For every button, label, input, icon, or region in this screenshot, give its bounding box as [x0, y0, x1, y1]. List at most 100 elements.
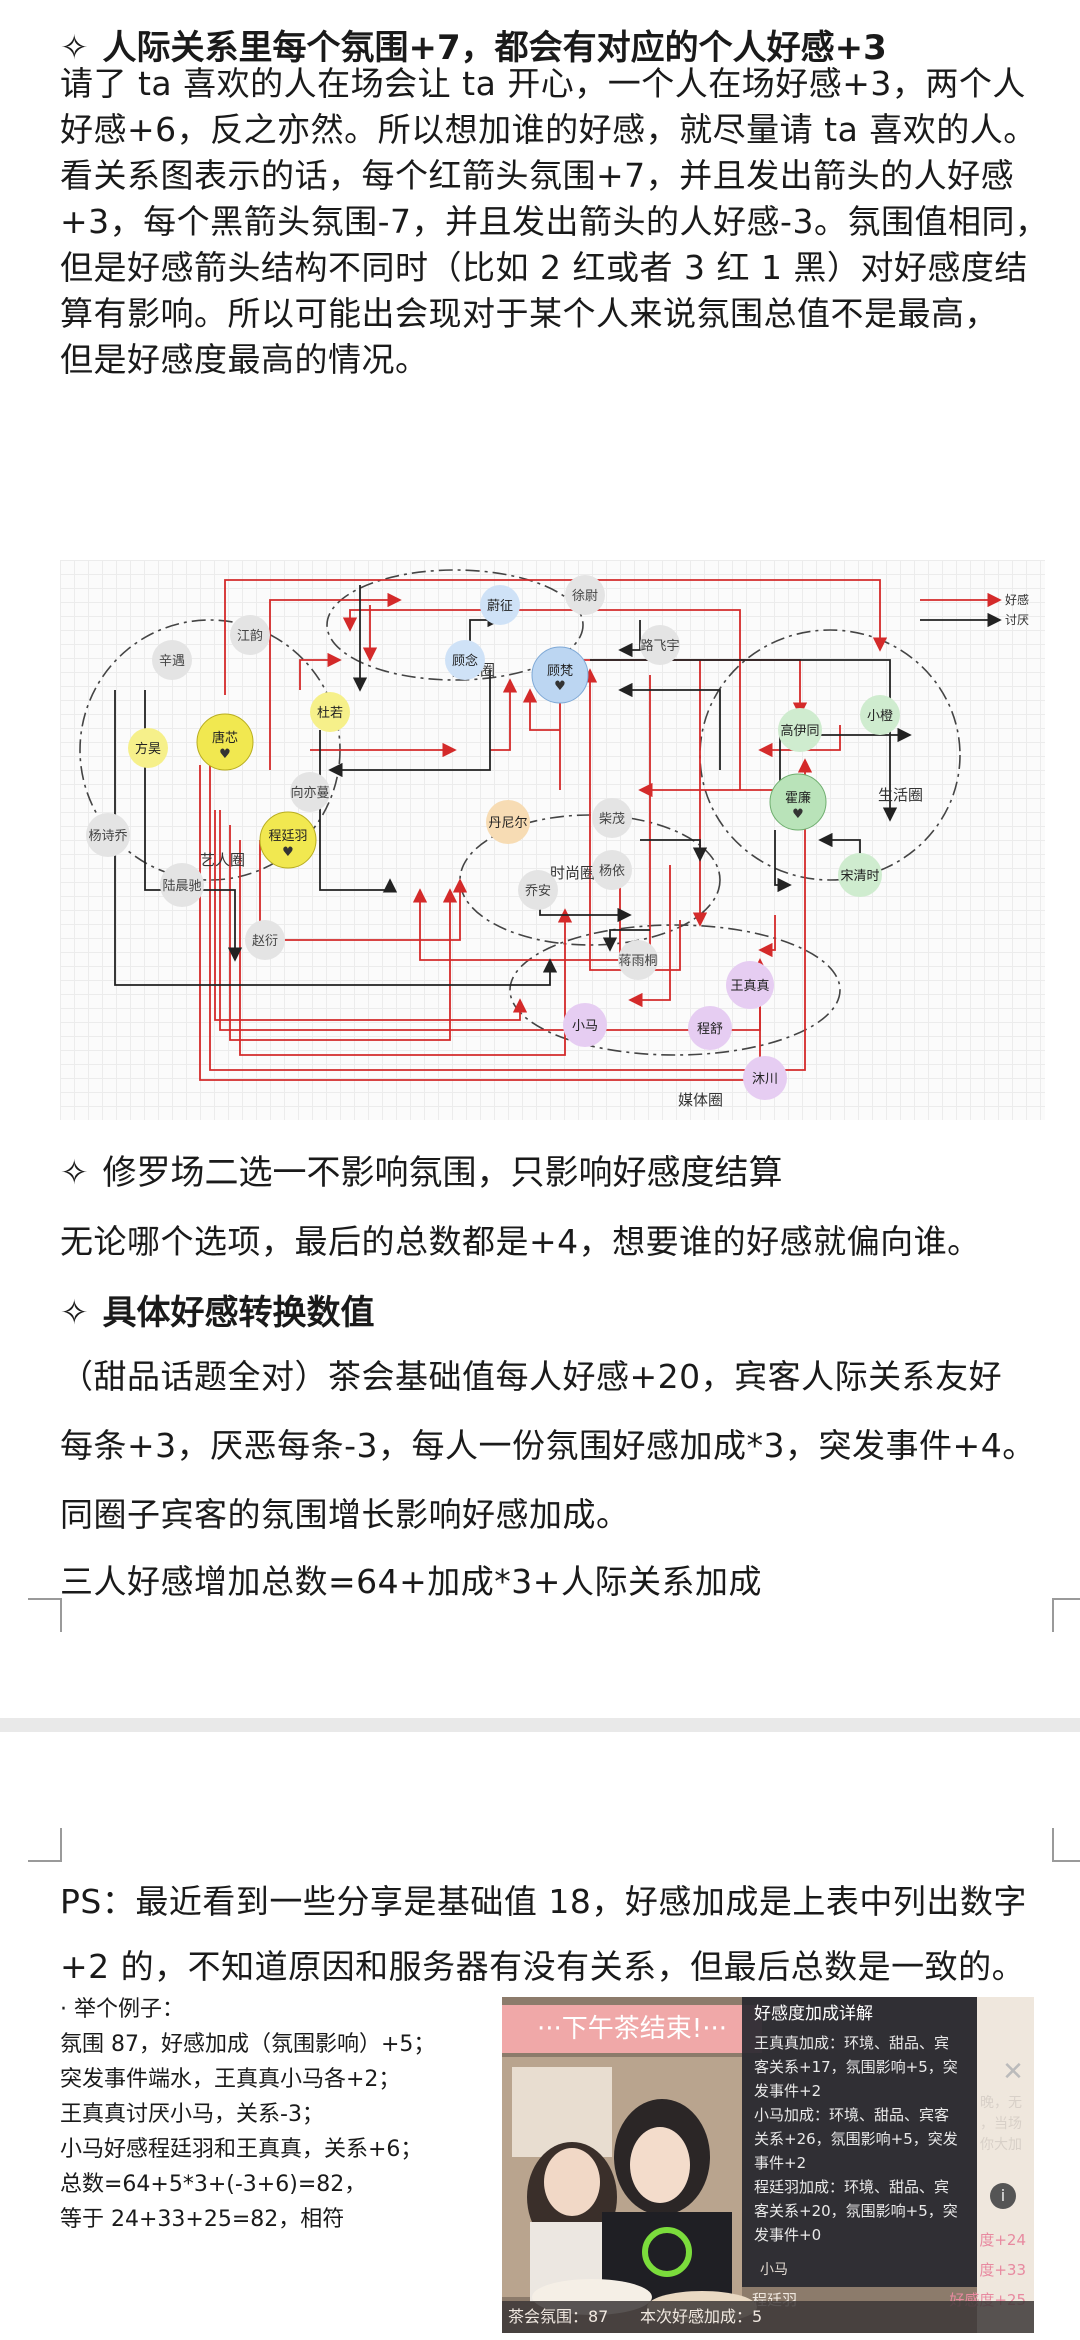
legend-like-label: 好感 — [1005, 592, 1029, 607]
svg-text:顾梵: 顾梵 — [547, 664, 573, 679]
node-luofeiyu: 路飞宇 — [640, 625, 680, 665]
node-xiaoma: 小马 — [563, 1003, 607, 1047]
row-name: 小马 — [760, 2262, 788, 2278]
crop-mark — [1052, 1598, 1080, 1632]
svg-text:辛遇: 辛遇 — [159, 654, 185, 669]
svg-text:♥: ♥ — [282, 845, 294, 860]
node-chengshu: 程舒 — [688, 1006, 732, 1050]
faded-line: 晚，无 — [980, 2095, 1022, 2111]
svg-text:方昊: 方昊 — [135, 741, 161, 757]
heading-text: 修罗场二选一不影响氛围，只影响好感度结算 — [102, 1153, 783, 1193]
heading-text: 具体好感转换数值 — [102, 1293, 375, 1333]
svg-text:顾念: 顾念 — [452, 653, 478, 669]
paragraph-line: 看关系图表示的话，每个红箭头氛围+7，并且发出箭头的人好感 — [60, 156, 1015, 195]
document-page-1: ✧人际关系里每个氛围+7，都会有对应的个人好感+3 请了 ta 喜欢的人在场会让… — [28, 20, 1080, 1632]
heading-atmosphere-rule: ✧ 人际关系里每个氛围+7，都会有对应的个人好感+3 — [60, 20, 887, 69]
node-xuchen: 徐尉 — [565, 575, 605, 615]
svg-text:♥: ♥ — [792, 807, 804, 822]
svg-text:陆晨驰: 陆晨驰 — [162, 878, 201, 894]
example-line: 等于 24+33+25=82，相符 — [60, 2207, 345, 2232]
node-fanghao: 方昊 — [128, 728, 168, 768]
label-art-circle: 艺人圈 — [200, 851, 245, 869]
affection-value: 度+33 — [979, 2261, 1026, 2279]
faded-dialog-text: 晚，无 ，当场 你大加 — [980, 2093, 1034, 2156]
page-gap — [0, 1718, 1080, 1732]
paragraph-line: +3，每个黑箭头氛围-7，并且发出箭头的人好感-3。氛围值相同， — [60, 202, 1049, 241]
affection-bonus-detail-panel: 好感度加成详解 王真真加成：环境、甜品、宾 客关系+17，氛围影响+5，突 发事… — [742, 1997, 977, 2287]
panel-line: 程廷羽加成：环境、甜品、宾 — [754, 2178, 950, 2196]
svg-text:徐尉: 徐尉 — [572, 589, 598, 604]
svg-text:向亦蔓: 向亦蔓 — [290, 785, 329, 801]
node-yangshiqi: 杨诗乔 — [86, 813, 130, 857]
paragraph-line: 每条+3，厌恶每条-3，每人一份氛围好感加成*3，突发事件+4。 — [60, 1426, 1036, 1465]
crop-mark — [1052, 1828, 1080, 1862]
svg-text:王真真: 王真真 — [730, 979, 769, 994]
paragraph-line: 算有影响。所以可能出会现对于某个人来说氛围总值不是最高， — [60, 294, 998, 333]
industry-circle — [326, 569, 584, 681]
node-xinyu: 辛遇 — [152, 640, 192, 680]
life-circle — [699, 629, 961, 881]
node-jiangyuting: 蒋雨桐 — [618, 940, 658, 980]
svg-text:高伊同: 高伊同 — [780, 723, 819, 739]
node-durou: 杜若 — [310, 692, 350, 732]
heading-text: 人际关系里每个氛围+7，都会有对应的个人好感+3 — [102, 28, 887, 68]
paragraph-line: 好感+6，反之亦然。所以想加谁的好感，就尽量请 ta 喜欢的人。 — [60, 110, 1037, 149]
close-icon[interactable]: ✕ — [1002, 2057, 1024, 2087]
node-gufan: 顾梵♥ — [531, 646, 589, 704]
affection-value: 度+24 — [979, 2231, 1026, 2249]
faded-line: ，当场 — [980, 2116, 1022, 2132]
heading-choice-rule: ✧ 修罗场二选一不影响氛围，只影响好感度结算 — [60, 1145, 783, 1194]
panel-title: 好感度加成详解 — [754, 2004, 873, 2024]
document-page-2: PS：最近看到一些分享是基础值 18，好感加成是上表中列出数字 +2 的，不知道… — [0, 1732, 1080, 2340]
panel-line: 发事件+2 — [754, 2082, 822, 2100]
svg-text:柴茂: 柴茂 — [599, 812, 625, 827]
example-line: 氛围 87，好感加成（氛围影响）+5； — [60, 2032, 436, 2057]
svg-text:宋清时: 宋清时 — [840, 869, 879, 884]
paragraph-line: 同圈子宾客的氛围增长影响好感加成。 — [60, 1495, 630, 1534]
example-line: 总数=64+5*3+(-3+6)=82， — [60, 2172, 367, 2197]
sparkle-icon: ✧ — [60, 1293, 89, 1333]
crop-mark — [28, 1828, 62, 1862]
panel-line: 事件+2 — [754, 2154, 807, 2172]
svg-text:程舒: 程舒 — [697, 1022, 723, 1037]
sparkle-icon: ✧ — [60, 1153, 89, 1193]
svg-text:蒋雨桐: 蒋雨桐 — [618, 954, 657, 969]
label-media-circle: 媒体圈 — [678, 1091, 723, 1109]
crop-mark — [28, 1598, 62, 1632]
svg-text:小橙: 小橙 — [867, 709, 893, 724]
media-circle — [509, 924, 841, 1056]
game-screenshot: ···下午茶结束!··· 好感度加成详解 王真真加成：环境、甜品、宾 客关系+1… — [502, 1997, 1034, 2333]
svg-text:丹尼尔: 丹尼尔 — [488, 816, 527, 831]
node-gaoyitong: 高伊同 — [778, 708, 822, 752]
svg-text:小马: 小马 — [572, 1019, 598, 1034]
paragraph-line: PS：最近看到一些分享是基础值 18，好感加成是上表中列出数字 — [60, 1882, 1027, 1921]
svg-text:霍廉: 霍廉 — [785, 790, 811, 806]
node-xiaocheng: 小橙 — [860, 695, 900, 735]
example-line: · 举个例子： — [60, 1997, 184, 2022]
paragraph-line: 无论哪个选项，最后的总数都是+4，想要谁的好感就偏向谁。 — [60, 1222, 981, 1261]
svg-text:唐芯: 唐芯 — [212, 730, 238, 746]
svg-text:杜若: 杜若 — [317, 705, 343, 721]
paragraph-line: +2 的，不知道原因和服务器有没有关系，但最后总数是一致的。 — [60, 1947, 1026, 1986]
svg-text:沐川: 沐川 — [752, 1072, 778, 1087]
node-jiangyun: 江韵 — [230, 615, 270, 655]
svg-text:杨诗乔: 杨诗乔 — [88, 829, 127, 844]
panel-line: 客关系+17，氛围影响+5，突 — [754, 2058, 958, 2076]
example-block: · 举个例子： 氛围 87，好感加成（氛围影响）+5； 突发事件端水，王真真小马… — [60, 1992, 435, 2237]
svg-text:蔚征: 蔚征 — [487, 599, 513, 614]
panel-line: 王真真加成：环境、甜品、宾 — [754, 2034, 950, 2052]
sparkle-icon: ✧ — [60, 28, 89, 68]
info-icon[interactable]: i — [990, 2183, 1016, 2209]
relationship-diagram: 好感 讨厌 行业圈 艺人圈 时尚圈 生活圈 媒体圈 蔚征 徐尉 路飞宇 顾念 顾… — [60, 560, 1045, 1120]
node-luchengchi: 陆晨驰 — [160, 863, 204, 907]
panel-line: 发事件+0 — [754, 2226, 822, 2244]
svg-text:路飞宇: 路飞宇 — [640, 638, 679, 654]
faded-line: 你大加 — [980, 2137, 1022, 2153]
node-muchuan: 沐川 — [743, 1056, 787, 1100]
node-songqingshi: 宋清时 — [838, 853, 882, 897]
node-yangyi: 杨依 — [592, 850, 632, 890]
formula-line: 三人好感增加总数=64+加成*3+人际关系加成 — [60, 1562, 762, 1601]
tea-party-end-banner: ···下午茶结束!··· — [502, 2005, 762, 2053]
svg-text:♥: ♥ — [554, 679, 566, 694]
node-zhaoxing: 赵衍 — [245, 920, 285, 960]
